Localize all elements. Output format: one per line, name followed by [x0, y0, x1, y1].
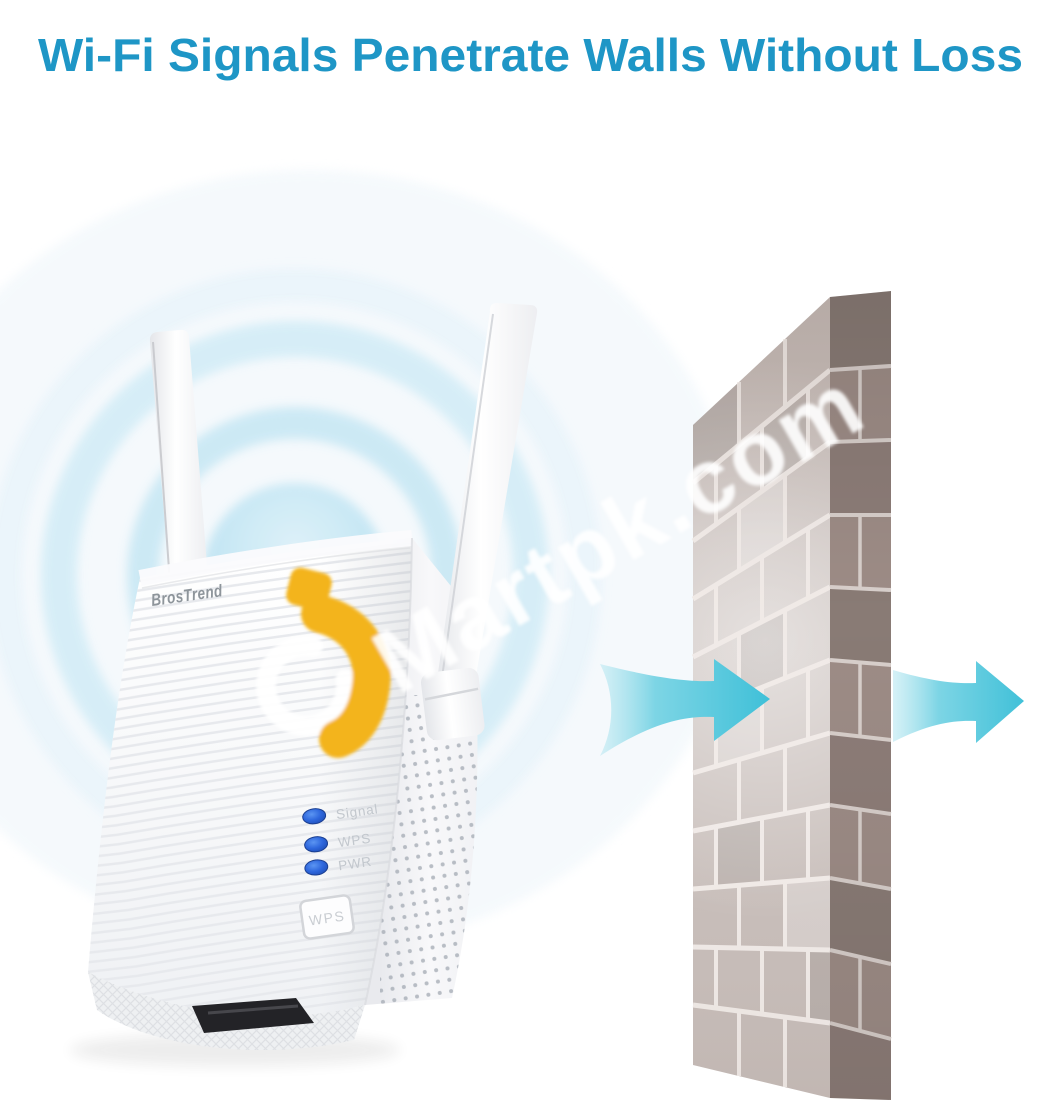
antenna-hinge	[420, 667, 485, 741]
device-bottom	[88, 972, 365, 1051]
led-label-signal: Signal	[335, 801, 379, 822]
arrow-right-icon	[600, 659, 770, 756]
signal-arrows	[600, 659, 1024, 756]
martpk-logo-icon	[286, 567, 391, 758]
arrow-right-icon	[893, 661, 1024, 743]
wps-led-icon	[304, 836, 329, 853]
page-title: Wi-Fi Signals Penetrate Walls Without Lo…	[38, 29, 1023, 81]
device-body	[88, 530, 413, 1017]
wps-button[interactable]: WPS	[299, 894, 355, 940]
led-label-pwr: PWR	[337, 854, 373, 874]
wifi-extender-device: BrosTrend Signal WPS PWR WPS	[70, 303, 538, 1066]
watermark-ring-icon	[256, 636, 356, 736]
antenna-left	[149, 329, 208, 588]
power-led-icon	[304, 859, 329, 876]
signal-led-icon	[302, 808, 327, 825]
led-panel: Signal WPS PWR	[302, 801, 379, 876]
wall-side-face	[829, 291, 892, 1100]
antenna-right	[420, 303, 538, 741]
led-label-wps: WPS	[337, 831, 372, 850]
wps-button-label: WPS	[308, 908, 346, 929]
